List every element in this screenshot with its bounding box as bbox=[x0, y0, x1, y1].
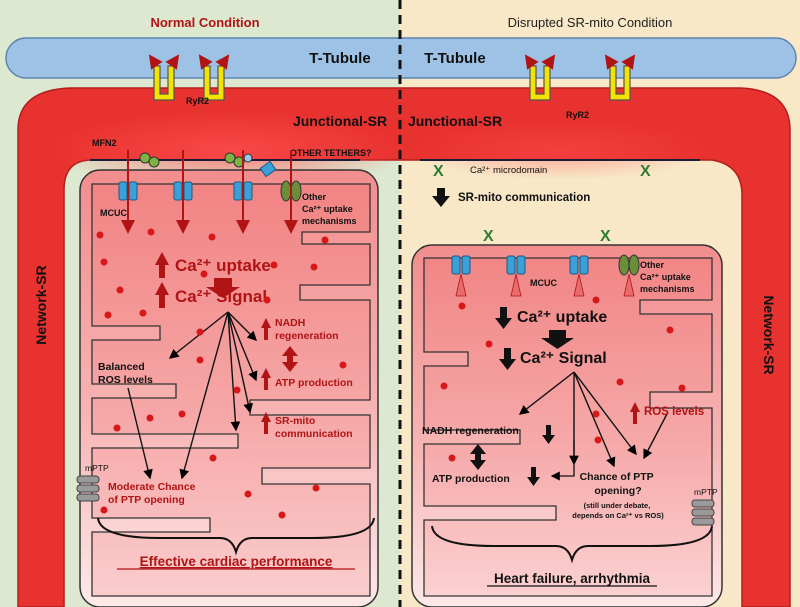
ros-label-right: ROS levels bbox=[644, 406, 704, 418]
nadh-label-left: NADH regeneration bbox=[275, 317, 339, 342]
ryr2-label-right: RyR2 bbox=[566, 110, 589, 120]
other-uptake-line-2: Ca²⁺ uptake bbox=[302, 204, 353, 214]
brace-left bbox=[97, 517, 375, 556]
mptp-icon-right bbox=[691, 499, 715, 526]
up-arrow-icon-ros bbox=[630, 402, 640, 424]
sr-mito-communication-label-right: SR-mito communication bbox=[458, 192, 590, 204]
atp-label-left: ATP production bbox=[275, 377, 353, 389]
mfn2-tether-icon bbox=[139, 152, 253, 168]
ca-uptake-label-right: Ca²⁺ uptake bbox=[517, 309, 607, 326]
down-arrow-icon-signal bbox=[499, 348, 516, 370]
down-arrow-icon-uptake bbox=[495, 307, 512, 329]
ryr2-label-left: RyR2 bbox=[186, 96, 209, 106]
ptp-line-1: Moderate Chance bbox=[108, 481, 196, 493]
tether-blue-icon bbox=[259, 160, 277, 178]
outcome-label-right: Heart failure, arrhythmia bbox=[494, 571, 651, 586]
svg-text:X: X bbox=[640, 163, 651, 180]
ca-entry-arrows-right bbox=[455, 273, 635, 297]
other-uptake-line-1: Other bbox=[302, 192, 327, 202]
mcuc-channel-right-2 bbox=[506, 255, 526, 275]
ros-label-left: Balanced ROS levels bbox=[98, 361, 153, 386]
t-tubule-label-right: T-Tubule bbox=[424, 50, 485, 67]
ptp-label-left: Moderate Chance of PTP opening bbox=[108, 481, 198, 506]
mcuc-channel-right-1 bbox=[451, 255, 471, 275]
t-tubule-label-left: T-Tubule bbox=[309, 50, 370, 67]
mptp-label-right: mPTP bbox=[694, 487, 718, 497]
ryr2-channel-right-2 bbox=[604, 54, 636, 101]
network-sr-label-right: Network-SR bbox=[761, 295, 777, 374]
ca-signal-label-left: Ca²⁺ Signal bbox=[175, 287, 267, 306]
mptp-icon-left bbox=[76, 475, 100, 502]
ryr2-channel-left-1 bbox=[148, 54, 180, 101]
mcuc-channel-right-3 bbox=[569, 255, 589, 275]
ca-ion-dots-left bbox=[96, 228, 347, 519]
down-arrow-icon-nadh bbox=[542, 425, 555, 444]
ptp-label-right: Chance of PTP opening? bbox=[580, 471, 657, 497]
ryr2-channel-right-1 bbox=[524, 54, 556, 101]
double-arrow-icon-left bbox=[282, 346, 298, 372]
ca-signal-label-right: Ca²⁺ Signal bbox=[520, 350, 607, 367]
brace-right bbox=[431, 525, 713, 564]
other-tethers-label: OTHER TETHERS? bbox=[290, 148, 372, 158]
ros-line-1: Balanced bbox=[98, 361, 145, 373]
ryr2-channel-left-2 bbox=[198, 54, 230, 101]
down-block-arrow-icon-right bbox=[541, 330, 574, 349]
other-uptake-line-3: mechanisms bbox=[302, 216, 357, 226]
outcome-label-left: Effective cardiac performance bbox=[140, 554, 333, 569]
network-sr-label-left: Network-SR bbox=[33, 265, 49, 344]
mptp-label-left: mPTP bbox=[85, 463, 109, 473]
ca-microdomain-glow-right bbox=[410, 120, 710, 180]
svg-text:X: X bbox=[433, 163, 444, 180]
t-tubule bbox=[5, 37, 797, 79]
other-uptake-label-right: Other Ca²⁺ uptake mechanisms bbox=[640, 260, 695, 294]
other-uptake-channel-left bbox=[280, 180, 302, 202]
up-arrow-icon-sr-mito bbox=[261, 412, 271, 434]
sr-mito-line-1: SR-mito bbox=[275, 415, 315, 427]
up-arrow-icon-atp bbox=[261, 368, 271, 390]
ptp-note-line-1: (still under debate, bbox=[584, 501, 651, 510]
mcuc-label-left: MCUC bbox=[100, 208, 127, 218]
sr-mito-line-2: communication bbox=[275, 428, 353, 440]
down-block-arrow-icon bbox=[206, 278, 240, 298]
nadh-line-1: NADH bbox=[275, 317, 305, 329]
mitochondrion-right-inner bbox=[423, 257, 713, 597]
ptp-right-line-1: Chance of PTP bbox=[580, 471, 654, 483]
ca-microdomain-label: Ca²⁺ microdomain bbox=[470, 165, 547, 176]
ca-ion-dots-right bbox=[440, 296, 686, 462]
mcuc-channel-left-1 bbox=[118, 181, 138, 201]
left-panel-title: Normal Condition bbox=[150, 15, 259, 30]
svg-text:X: X bbox=[483, 228, 494, 245]
down-arrow-icon-right bbox=[432, 188, 450, 207]
other-uptake-label-left: Other Ca²⁺ uptake mechanisms bbox=[302, 192, 357, 226]
ptp-right-line-2: opening? bbox=[594, 485, 641, 497]
atp-label-right: ATP production bbox=[432, 473, 510, 485]
broken-tether-x-icons: X X X X bbox=[433, 163, 651, 245]
junctional-sr-label-left: Junctional-SR bbox=[293, 113, 387, 129]
mfn2-label: MFN2 bbox=[92, 138, 117, 148]
sr-mito-label-left: SR-mito communication bbox=[275, 415, 353, 440]
nadh-line-2: regeneration bbox=[275, 330, 339, 342]
other-uptake-channel-right bbox=[618, 254, 640, 276]
junctional-sr-label-right: Junctional-SR bbox=[408, 113, 502, 129]
double-arrow-icon-right bbox=[470, 444, 486, 470]
ptp-line-2: of PTP opening bbox=[108, 494, 185, 506]
down-arrow-icon-atp bbox=[527, 467, 540, 486]
other-uptake-right-line-1: Other bbox=[640, 260, 665, 270]
right-panel-title: Disrupted SR-mito Condition bbox=[508, 15, 673, 30]
nadh-label-right: NADH regeneration bbox=[422, 425, 519, 437]
ros-line-2: ROS levels bbox=[98, 374, 153, 386]
up-arrow-icon-2 bbox=[155, 282, 169, 308]
up-arrow-icon-nadh bbox=[261, 318, 271, 340]
ptp-note-line-2: depends on Ca²⁺ vs ROS) bbox=[572, 511, 664, 520]
svg-text:X: X bbox=[600, 228, 611, 245]
mcuc-label-right: MCUC bbox=[530, 278, 557, 288]
ca-uptake-label-left: Ca²⁺ uptake bbox=[175, 256, 271, 275]
ca-entry-arrows-left bbox=[121, 150, 298, 234]
ptp-note-right: (still under debate, depends on Ca²⁺ vs … bbox=[572, 501, 664, 520]
up-arrow-icon bbox=[155, 252, 169, 278]
other-uptake-right-line-2: Ca²⁺ uptake bbox=[640, 272, 691, 282]
bracket-line-right bbox=[550, 440, 575, 481]
other-uptake-right-line-3: mechanisms bbox=[640, 284, 695, 294]
